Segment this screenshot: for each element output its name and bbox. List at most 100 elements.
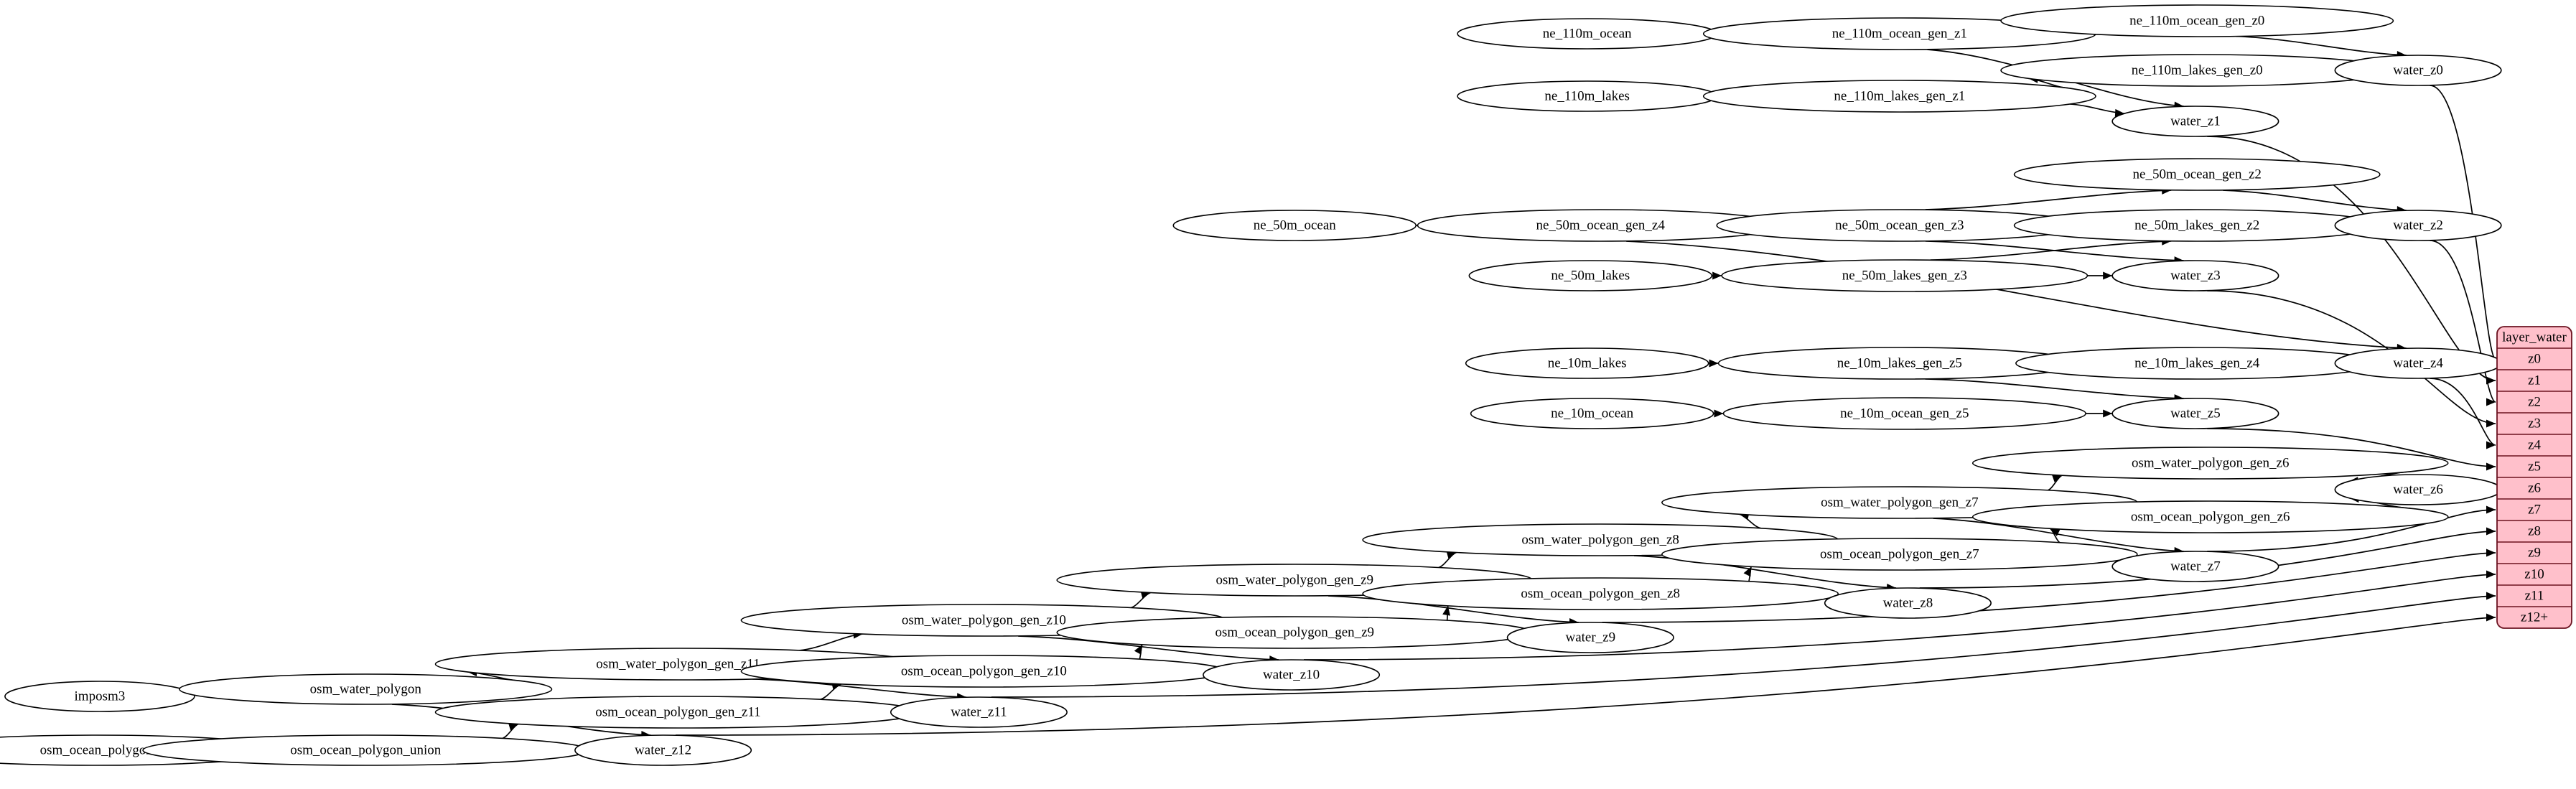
node-shape [1971,447,2449,480]
graph-node-osm_ocean_polygon_gen_z6[interactable]: osm_ocean_polygon_gen_z6 [1971,500,2449,533]
graph-node-water_z6[interactable]: water_z6 [2334,474,2502,505]
node-shape [2334,210,2502,241]
node-label: ne_50m_lakes_gen_z3 [1842,269,1967,284]
graph-node-water_z2[interactable]: water_z2 [2334,210,2502,241]
record-row-z4[interactable]: z4 [2528,438,2541,453]
graph-node-ne_110m_lakes[interactable]: ne_110m_lakes [1457,80,1718,112]
node-shape [1824,587,1992,619]
graph-node-osm_ocean_polygon_gen_z11[interactable]: osm_ocean_polygon_gen_z11 [434,696,922,729]
graph-node-ne_10m_lakes_gen_z5[interactable]: ne_10m_lakes_gen_z5 [1717,347,2081,380]
edge-arrowhead [2486,441,2496,449]
edge-arrowhead [2103,409,2113,418]
graph-node-water_z0[interactable]: water_z0 [2334,55,2502,86]
graph-node-ne_10m_lakes[interactable]: ne_10m_lakes [1465,347,1709,379]
graph-node-osm_ocean_polygon_union[interactable]: osm_ocean_polygon_union [142,734,589,766]
record-row-z1[interactable]: z1 [2528,373,2541,388]
graph-node-osm_ocean_polygon_gen_z9[interactable]: osm_ocean_polygon_gen_z9 [1056,616,1534,649]
edge-arrowhead [2052,475,2063,482]
graph-node-osm_ocean_polygon_gen_z10[interactable]: osm_ocean_polygon_gen_z10 [740,655,1228,688]
graph-node-ne_110m_lakes_gen_z1[interactable]: ne_110m_lakes_gen_z1 [1702,80,2096,113]
graph-node-ne_110m_ocean[interactable]: ne_110m_ocean [1457,18,1718,50]
graph-edge-water_z11-to-record-11 [991,592,2496,698]
graph-node-osm_water_polygon[interactable]: osm_water_polygon [179,673,553,705]
record-row-z6[interactable]: z6 [2528,481,2541,496]
graph-node-ne_10m_ocean[interactable]: ne_10m_ocean [1470,398,1714,429]
graph-node-water_z10[interactable]: water_z10 [1203,659,1381,691]
graph-node-ne_50m_ocean_gen_z2[interactable]: ne_50m_ocean_gen_z2 [2013,158,2381,191]
graph-node-water_z11[interactable]: water_z11 [890,696,1068,728]
node-label: osm_ocean_polygon_gen_z10 [901,664,1067,679]
edge-arrowhead [1743,566,1752,577]
edge-line [675,617,2496,736]
record-row-z0[interactable]: z0 [2528,352,2541,367]
graph-node-osm_water_polygon_gen_z6[interactable]: osm_water_polygon_gen_z6 [1971,447,2449,480]
node-label: ne_10m_lakes_gen_z4 [2134,356,2260,371]
record-row-z7[interactable]: z7 [2528,503,2541,518]
node-shape [1362,577,1839,610]
node-shape [4,681,195,712]
record-node-layer-water[interactable]: layer_waterz0z1z2z3z4z5z6z7z8z9z10z11z12… [2496,326,2572,629]
graph-node-ne_10m_lakes_gen_z4[interactable]: ne_10m_lakes_gen_z4 [2015,347,2379,380]
graph-edge-water_z8-to-record-8 [1919,527,2496,589]
node-label: ne_110m_lakes_gen_z0 [2132,63,2263,78]
graph-node-ne_110m_ocean_gen_z0[interactable]: ne_110m_ocean_gen_z0 [2000,4,2394,37]
graph-node-ne_10m_ocean_gen_z5[interactable]: ne_10m_ocean_gen_z5 [1722,397,2086,430]
record-row-z10[interactable]: z10 [2524,567,2544,582]
graph-node-ne_50m_ocean_gen_z3[interactable]: ne_50m_ocean_gen_z3 [1716,209,2083,242]
graph-node-water_z3[interactable]: water_z3 [2111,260,2279,291]
edge-line [2207,428,2496,467]
graph-node-ne_110m_lakes_gen_z0[interactable]: ne_110m_lakes_gen_z0 [2000,54,2394,87]
graph-node-ne_50m_lakes_gen_z3[interactable]: ne_50m_lakes_gen_z3 [1721,259,2089,292]
record-row-z3[interactable]: z3 [2528,416,2541,431]
node-shape [1971,500,2449,533]
edge-line [1933,518,2184,552]
graph-node-water_z5[interactable]: water_z5 [2111,398,2279,429]
graph-node-water_z1[interactable]: water_z1 [2111,106,2279,137]
graph-edge-osm_ocean_polygon_gen_z7-to-osm_ocean_polygon_gen_z6 [2050,528,2061,543]
node-shape [1203,659,1381,691]
graph-node-water_z4[interactable]: water_z4 [2334,347,2502,379]
edge-line [799,633,863,651]
record-row-z9[interactable]: z9 [2528,546,2541,561]
node-label: osm_water_polygon_gen_z10 [902,613,1066,628]
edge-arrowhead [1709,359,1719,368]
node-label: water_z9 [1565,630,1615,645]
record-row-z2[interactable]: z2 [2528,395,2541,410]
edge-arrowhead [2114,108,2125,117]
node-shape [2111,106,2279,137]
record-row-z12+[interactable]: z12+ [2521,610,2548,625]
record-row-z8[interactable]: z8 [2528,524,2541,539]
graph-node-water_z9[interactable]: water_z9 [1506,622,1674,653]
node-shape [2000,4,2394,37]
edge-arrowhead [1714,409,1724,418]
edge-arrowhead [2486,419,2496,428]
graph-node-ne_50m_lakes_gen_z2[interactable]: ne_50m_lakes_gen_z2 [2013,209,2381,242]
graph-edge-osm_water_polygon_gen_z7-to-osm_water_polygon_gen_z6 [2048,475,2063,491]
node-label: water_z2 [2393,218,2443,233]
node-label: ne_50m_ocean [1254,218,1337,233]
graph-node-osm_ocean_polygon_gen_z8[interactable]: osm_ocean_polygon_gen_z8 [1362,577,1839,610]
edge-line [1130,592,1151,609]
graph-node-ne_50m_lakes[interactable]: ne_50m_lakes [1468,260,1713,291]
graph-node-ne_50m_ocean_gen_z4[interactable]: ne_50m_ocean_gen_z4 [1417,209,1784,242]
graph-node-imposm3[interactable]: imposm3 [4,681,195,712]
record-row-z5[interactable]: z5 [2528,459,2541,475]
graph-node-osm_ocean_polygon_gen_z7[interactable]: osm_ocean_polygon_gen_z7 [1661,538,2138,571]
node-label: water_z5 [2170,406,2221,421]
edge-arrowhead [1446,551,1457,559]
graph-node-water_z8[interactable]: water_z8 [1824,587,1992,619]
graph-node-water_z7[interactable]: water_z7 [2111,551,2279,582]
graph-edge-ne_10m_lakes-to-ne_10m_lakes_gen_z5 [1708,359,1719,368]
edge-line [2207,509,2496,552]
node-label: osm_water_polygon_gen_z11 [596,657,760,672]
node-label: osm_ocean_polygon_gen_z6 [2131,510,2290,525]
graph-edge-ne_50m_lakes-to-ne_50m_lakes_gen_z3 [1712,271,1722,280]
node-label: ne_10m_lakes_gen_z5 [1837,356,1962,371]
graph-node-ne_50m_ocean[interactable]: ne_50m_ocean [1172,210,1417,241]
node-shape [1661,538,2138,571]
graph-node-water_z12[interactable]: water_z12 [574,734,752,766]
record-row-z11[interactable]: z11 [2525,589,2544,604]
node-label: osm_ocean_polygon_gen_z8 [1521,587,1680,602]
graph-edge-osm_ocean_polygon_gen_z8-to-osm_ocean_polygon_gen_z7 [1743,566,1753,582]
edge-line [2236,35,2407,56]
